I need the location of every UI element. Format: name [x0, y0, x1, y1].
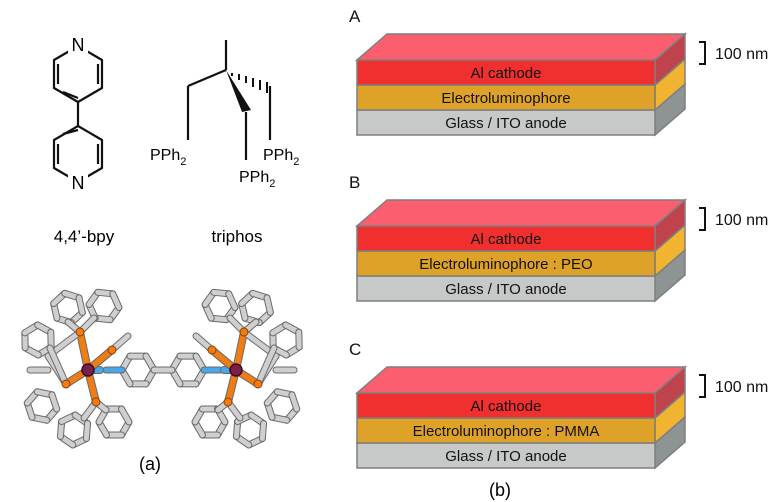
anode-label: Glass / ITO anode	[445, 115, 566, 132]
triphos-pph2-left: PPh2	[150, 147, 186, 168]
cathode-top-face	[354, 199, 688, 227]
thickness-bracket	[699, 41, 706, 65]
device-letter: C	[349, 340, 361, 359]
stick-bond	[226, 291, 238, 310]
triphos-wedge-bond	[226, 70, 251, 112]
cathode-top-face	[354, 366, 688, 394]
anode-layer	[356, 275, 656, 302]
bpy-nitrogen-top: N	[72, 35, 85, 55]
triphos-hash-bond	[231, 73, 268, 93]
emitter-layer	[356, 250, 656, 277]
device-letter: A	[349, 7, 361, 26]
cathode-label: Al cathode	[471, 231, 542, 248]
cathode-label: Al cathode	[471, 398, 542, 415]
metal-atom	[229, 363, 243, 377]
cathode-top-face	[354, 33, 688, 61]
stick-bond	[289, 392, 300, 412]
thickness-label: 100 nm	[715, 212, 768, 229]
bpy-double-bond	[62, 128, 79, 136]
crystal-structure-image	[21, 288, 303, 449]
device-letter: B	[349, 173, 360, 192]
triphos-structure	[186, 40, 272, 160]
stick-bond	[83, 421, 91, 441]
device-stacks: Glass / ITO anode Electroluminophore Al ca…	[349, 7, 768, 470]
emitter-label: Electroluminophore : PEO	[419, 256, 592, 273]
stick-bond	[49, 392, 60, 412]
anode-label: Glass / ITO anode	[445, 281, 566, 298]
stick-bond	[47, 345, 69, 387]
phosphorus-atom	[253, 379, 263, 389]
cathode-layer	[356, 59, 656, 86]
thickness-label: 100 nm	[715, 379, 768, 396]
atom-mask	[68, 172, 88, 194]
emitter-label: Electroluminophore	[441, 90, 570, 107]
panel-b-caption: (b)	[489, 480, 511, 500]
cathode-layer	[356, 225, 656, 252]
stick-bond	[259, 421, 267, 441]
emitter-label: Electroluminophore : PMMA	[413, 423, 600, 440]
phosphorus-atom	[223, 397, 233, 407]
bpy-double-bond	[62, 90, 79, 100]
bpy-label: 4,4’-bpy	[54, 227, 115, 246]
anode-label: Glass / ITO anode	[445, 448, 566, 465]
thickness-label: 100 nm	[715, 46, 768, 63]
phosphorus-atom	[75, 327, 85, 337]
cathode-label: Al cathode	[471, 65, 542, 82]
stick-bond	[264, 295, 273, 315]
triphos-label: triphos	[211, 227, 262, 246]
phosphorus-atom	[61, 379, 71, 389]
thickness-bracket	[699, 374, 706, 398]
device-stack-c: Glass / ITO anode Electroluminophore : PM…	[349, 340, 768, 470]
device-stack-a: Glass / ITO anode Electroluminophore Al ca…	[349, 7, 768, 137]
stick-bond	[255, 345, 277, 387]
phosphorus-atom	[91, 397, 101, 407]
bpy-nitrogen-bottom: N	[72, 173, 85, 193]
triphos-pph2-right: PPh2	[263, 147, 299, 168]
atom-mask	[68, 34, 88, 56]
phosphorus-atom	[207, 345, 217, 355]
emitter-layer	[356, 84, 656, 111]
phosphorus-atom	[107, 345, 117, 355]
triphos-pph2-bottom: PPh2	[239, 169, 275, 190]
anode-layer	[356, 442, 656, 469]
device-stack-b: Glass / ITO anode Electroluminophore : PE…	[349, 173, 768, 303]
stick-bond	[110, 291, 122, 310]
triphos-arm-bond	[187, 68, 227, 88]
stick-bond	[119, 406, 132, 425]
thickness-bracket	[699, 207, 706, 231]
phosphorus-atom	[239, 327, 249, 337]
metal-atom	[81, 363, 95, 377]
emitter-layer	[356, 417, 656, 444]
bpy-structure	[52, 44, 104, 184]
stick-bond	[76, 295, 85, 315]
panel-a-caption: (a)	[139, 454, 161, 474]
